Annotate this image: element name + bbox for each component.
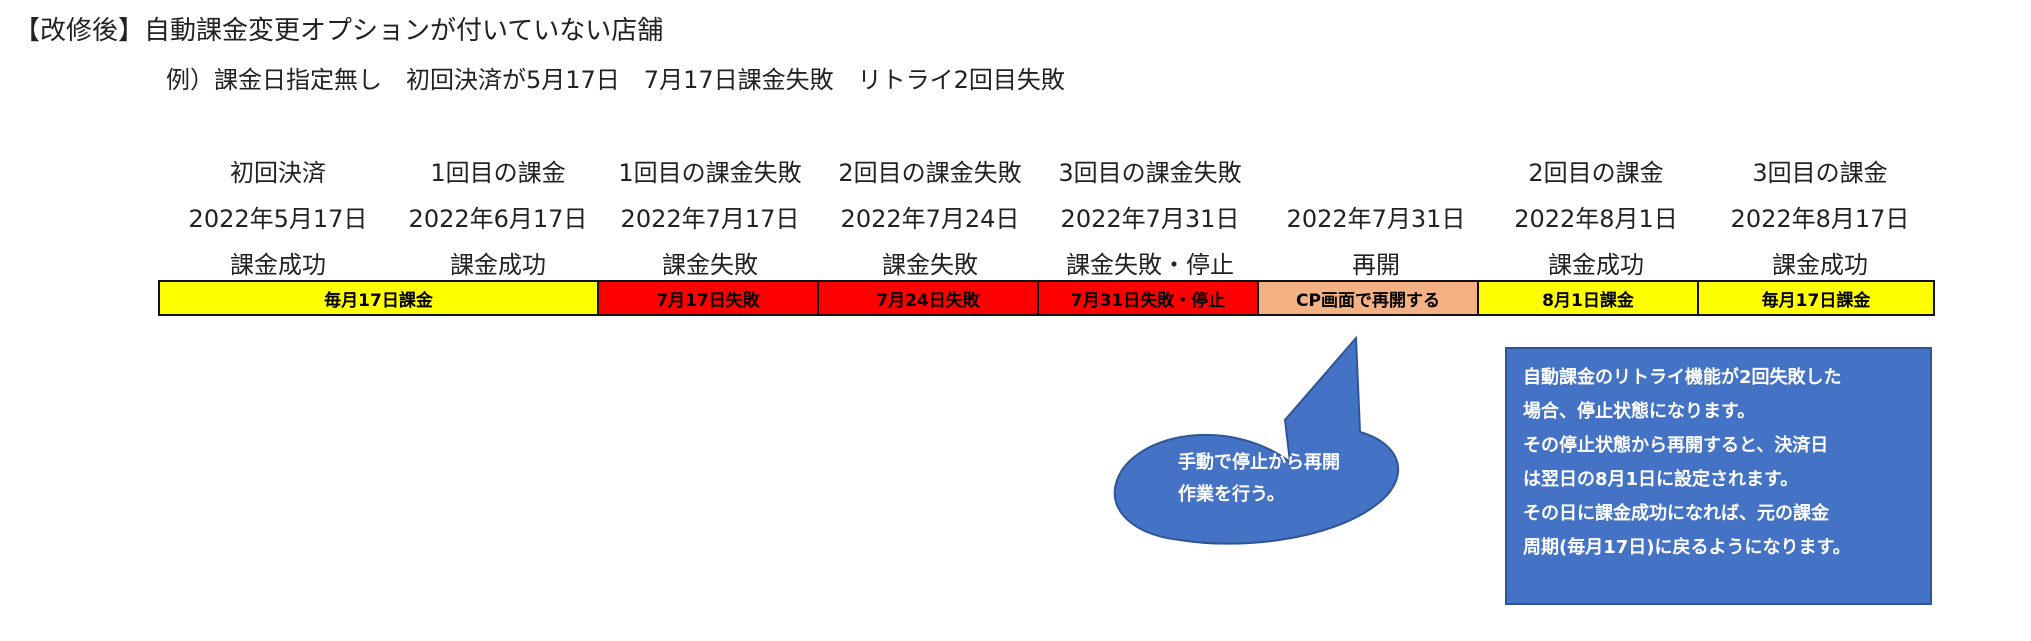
segment-fail-stop-0731: 7月31日失敗・停止: [1037, 280, 1259, 316]
column-event: 2回目の課金: [1528, 159, 1664, 187]
column-fail-2: 2回目の課金失敗 2022年7月24日 課金失敗: [820, 150, 1040, 288]
column-status: 課金成功: [450, 251, 546, 279]
column-charge-1: 1回目の課金 2022年6月17日 課金成功: [388, 150, 608, 288]
column-charge-2: 2回目の課金 2022年8月1日 課金成功: [1486, 150, 1706, 288]
column-resume: 2022年7月31日 再開: [1266, 150, 1486, 288]
column-date: 2022年6月17日: [408, 205, 588, 233]
callout-line-1: 手動で停止から再開: [1178, 452, 1340, 473]
column-date: 2022年7月31日: [1060, 205, 1240, 233]
page-title: 【改修後】自動課金変更オプションが付いていない店舗: [14, 16, 664, 46]
segment-fail-0717: 7月17日失敗: [597, 280, 819, 316]
column-fail-1: 1回目の課金失敗 2022年7月17日 課金失敗: [600, 150, 820, 288]
column-initial-payment: 初回決済 2022年5月17日 課金成功: [168, 150, 388, 288]
segment-monthly-charge-2: 毎月17日課金: [1697, 280, 1935, 316]
column-event: 3回目の課金: [1752, 159, 1888, 187]
column-event: 1回目の課金: [430, 159, 566, 187]
column-charge-3: 3回目の課金 2022年8月17日 課金成功: [1710, 150, 1930, 288]
note-line-3: その停止状態から再開すると、決済日: [1523, 435, 1829, 456]
column-date: 2022年7月24日: [840, 205, 1020, 233]
segment-monthly-charge: 毎月17日課金: [158, 280, 599, 316]
column-status: 課金失敗: [882, 251, 978, 279]
segment-charge-0801: 8月1日課金: [1477, 280, 1699, 316]
example-description: 例）課金日指定無し 初回決済が5月17日 7月17日課金失敗 リトライ2回目失敗: [166, 66, 1065, 94]
column-date: 2022年7月31日: [1286, 205, 1466, 233]
column-event: 1回目の課金失敗: [618, 159, 802, 187]
note-line-5: その日に課金成功になれば、元の課金: [1523, 503, 1829, 524]
timeline-bar: 毎月17日課金 7月17日失敗 7月24日失敗 7月31日失敗・停止 CP画面で…: [158, 280, 1935, 316]
column-status: 課金失敗: [662, 251, 758, 279]
column-status: 課金成功: [230, 251, 326, 279]
speech-bubble-shape: [1113, 335, 1400, 545]
segment-fail-0724: 7月24日失敗: [817, 280, 1039, 316]
callout-text: 手動で停止から再開 作業を行う。: [1178, 447, 1340, 511]
column-event: 3回目の課金失敗: [1058, 159, 1242, 187]
column-event: 2回目の課金失敗: [838, 159, 1022, 187]
column-date: 2022年5月17日: [188, 205, 368, 233]
column-fail-3: 3回目の課金失敗 2022年7月31日 課金失敗・停止: [1040, 150, 1260, 288]
note-line-4: は翌日の8月1日に設定されます。: [1523, 469, 1799, 490]
explanation-note: 自動課金のリトライ機能が2回失敗した 場合、停止状態になります。 その停止状態か…: [1505, 347, 1932, 605]
column-date: 2022年8月1日: [1514, 205, 1678, 233]
column-date: 2022年8月17日: [1730, 205, 1910, 233]
column-event: 初回決済: [230, 159, 326, 187]
column-status: 課金成功: [1548, 251, 1644, 279]
column-date: 2022年7月17日: [620, 205, 800, 233]
callout-line-2: 作業を行う。: [1178, 484, 1285, 505]
note-line-6: 周期(毎月17日)に戻るようになります。: [1523, 537, 1851, 558]
segment-resume-cp: CP画面で再開する: [1257, 280, 1479, 316]
column-status: 再開: [1352, 251, 1400, 279]
note-line-1: 自動課金のリトライ機能が2回失敗した: [1523, 367, 1842, 388]
note-line-2: 場合、停止状態になります。: [1523, 401, 1756, 422]
column-status: 課金失敗・停止: [1066, 251, 1234, 279]
column-status: 課金成功: [1772, 251, 1868, 279]
